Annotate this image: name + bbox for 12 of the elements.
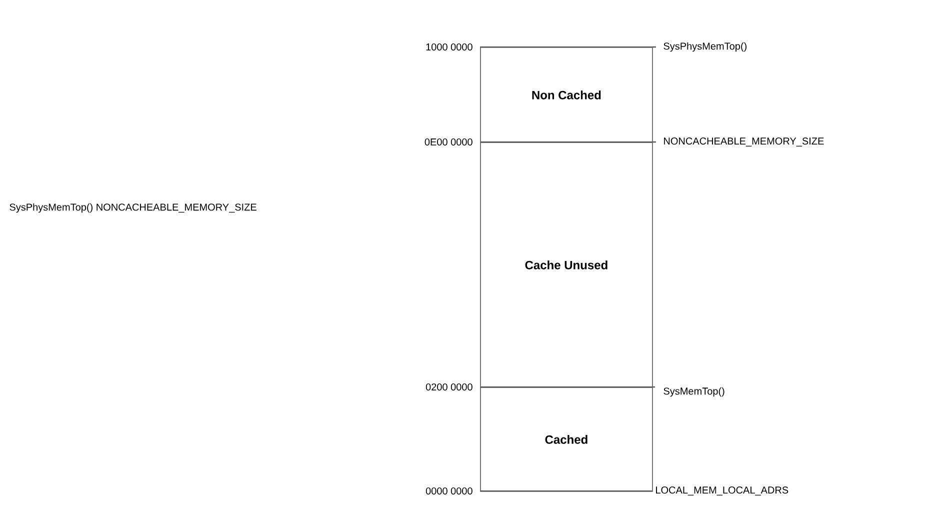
address-label: 0200 0000 — [426, 383, 472, 391]
address-label: 0000 0000 — [426, 487, 472, 495]
memory-region: Cached — [480, 386, 653, 492]
symbol-label: LOCAL_MEM_LOCAL_ADRS — [656, 486, 788, 496]
symbol-label: SysPhysMemTop() — [664, 42, 746, 52]
address-label: 0E00 0000 — [424, 138, 472, 146]
symbol-label: NONCACHEABLE_MEMORY_SIZE — [664, 138, 824, 146]
symbol-label: SysPhysMemTop() NONCACHEABLE_MEMORY_SIZE — [10, 203, 256, 213]
address-label: 1000 0000 — [426, 43, 472, 51]
memory-region: Cache Unused — [480, 142, 653, 388]
symbol-label: SysMemTop() — [664, 387, 724, 397]
memory-region: Non Cached — [480, 46, 653, 143]
